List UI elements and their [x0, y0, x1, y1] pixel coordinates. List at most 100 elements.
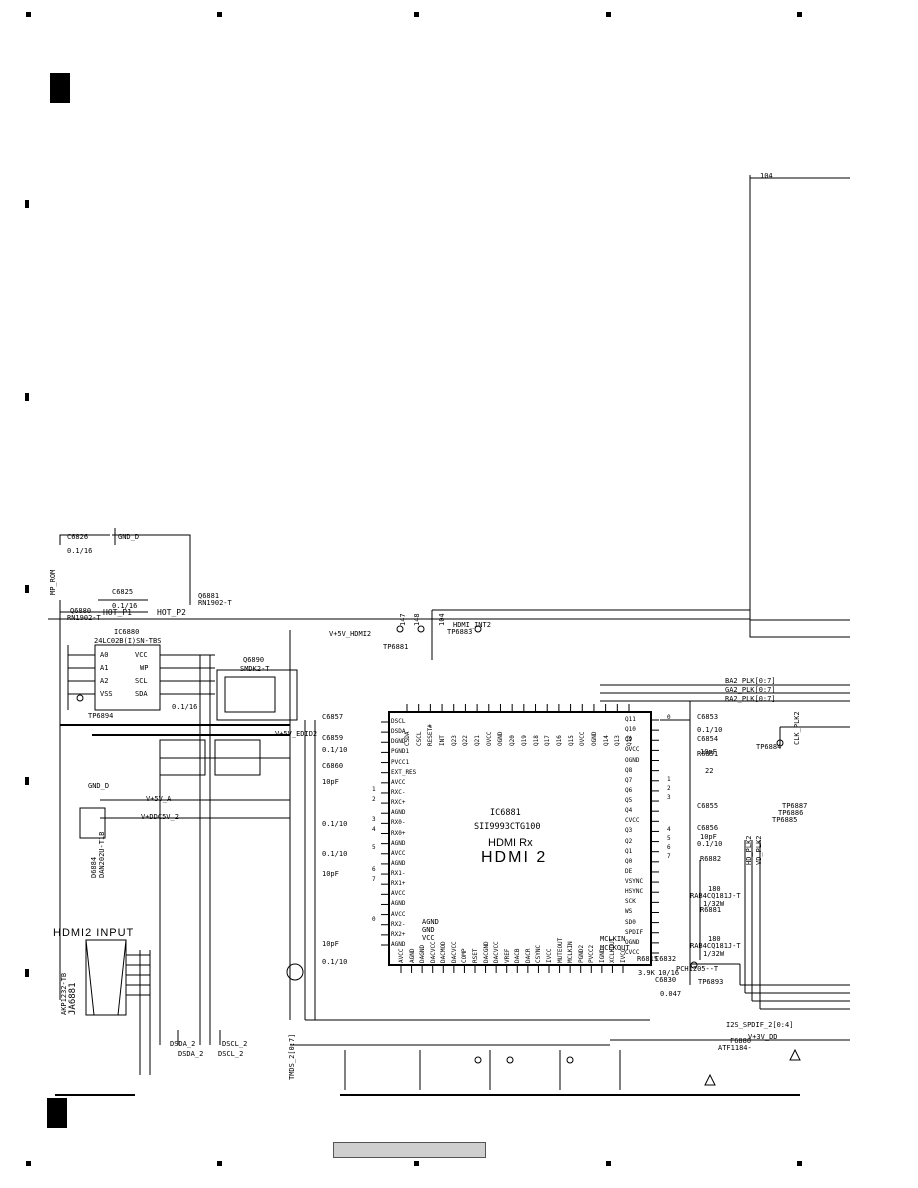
ic-pin-left-label: RX2+: [391, 930, 406, 938]
eeprom-pin-a1: A1: [100, 664, 109, 672]
part-q6881: Q6881: [198, 592, 220, 600]
eeprom-pin-sda: SDA: [135, 690, 148, 698]
border-tick: [414, 1161, 419, 1166]
ic-pin-left-label: PGND1: [391, 748, 410, 756]
net-v5-edid: V+5V_EDID2: [275, 730, 318, 738]
border-tick: [26, 1161, 31, 1166]
ic-pin-top-label: OVCC: [579, 731, 587, 746]
ic-main-title: HDMI 2: [481, 849, 548, 866]
part-dsda-b: DSDA_2: [170, 1040, 196, 1048]
ic-pin-left-label: DGND: [391, 738, 406, 746]
ic-pin-left-label: RX0-: [391, 819, 406, 827]
net-104b: 104: [438, 613, 446, 626]
ic-pin-left-label: AGND: [391, 839, 406, 847]
ic-pin-top-label: Q22: [462, 735, 470, 746]
net-tmds: TMDS_2[0:7]: [288, 1033, 296, 1080]
eeprom-pin-wp: WP: [140, 664, 149, 672]
net-mclkout: MCLKOUT: [600, 944, 630, 952]
part-atf: ATF1184-: [718, 1044, 752, 1052]
ic-pin-top-label: RESET#: [427, 724, 435, 746]
ic-pin-right-label: CVCC: [625, 817, 640, 825]
ic-pin-left-label: AGND: [391, 900, 406, 908]
part-10p-d: 10pF: [322, 870, 339, 878]
net-v5-hdmi: V+5V_HDMI2: [329, 630, 372, 638]
bus-index-label: 5: [667, 835, 671, 842]
part-v0116-a: 0.1/16: [172, 703, 198, 711]
ic-pin-right-label: WS: [625, 908, 633, 916]
ic-pin-right-label: Q3: [625, 827, 633, 835]
ic-pin-left-label: EXT_RES: [391, 768, 417, 776]
part-d6884: D6884: [90, 856, 98, 878]
part-tp6886: TP6886: [778, 809, 804, 817]
ic-pin-left-label: RX1-: [391, 870, 406, 878]
ic-pin-right-label: Q0: [625, 857, 633, 865]
block-marker-a: [50, 73, 70, 103]
ic-pin-right-label: Q1: [625, 847, 633, 855]
border-tick: [217, 12, 222, 17]
bus-index-label: 4: [667, 826, 671, 833]
net-147: 147: [399, 613, 407, 626]
ic-pin-left-label: AVCC: [391, 890, 406, 898]
ic-pin-bottom-label: DACMOD: [440, 941, 448, 963]
ic-pin-right-label: Q4: [625, 807, 633, 815]
ic-pin-left-label: DSCL: [391, 718, 406, 725]
ic-pin-top-label: Q16: [555, 735, 563, 746]
border-tick: [797, 1161, 802, 1166]
part-r6815: R6815: [637, 955, 659, 963]
net-mp-rom: MP_ROM: [49, 569, 57, 595]
ic-main-part: SII9993CTG100: [474, 822, 541, 832]
net-gnd-top: GND_D: [118, 533, 140, 541]
part-c6859: C6859: [322, 734, 344, 742]
ic-pin-right-label: Q6: [625, 786, 633, 794]
ic-pin-right-label: CVCC: [625, 949, 640, 956]
part-f6880: F6880: [730, 1037, 752, 1045]
ic-pin-left-label: RXC+: [391, 799, 406, 807]
bus-index-label: 5: [372, 844, 376, 851]
bus-index-label: 6: [667, 844, 671, 851]
border-tick: [26, 12, 31, 17]
ic-pin-top-label: Q13: [614, 735, 622, 746]
net-hot2: HOT_P2: [157, 608, 186, 617]
ic-pin-bottom-label: MCLKIN: [567, 941, 575, 963]
part-q6880: Q6880: [70, 607, 92, 615]
eeprom-pin-a0: A0: [100, 651, 109, 659]
net-gnd2: GND: [422, 926, 435, 934]
ic-pin-right-label: Q9: [625, 736, 633, 744]
part-c6854: C6854: [697, 735, 719, 743]
net-ga: GA2_PLK[0:7]: [725, 686, 776, 694]
bus-index-label: 6: [372, 866, 376, 873]
net-clk: CLK_PLK2: [793, 711, 801, 745]
eeprom-pin-a2: A2: [100, 677, 109, 685]
part-c6856: C6856: [697, 824, 719, 832]
eeprom-part: 24LC02B(I)SN-TBS: [94, 637, 162, 645]
bus-index-label: 0: [372, 916, 376, 923]
ic-pin-right-label: OVCC: [625, 746, 640, 754]
ic-pin-bottom-label: CSYNC: [535, 944, 543, 963]
part-q6880p: RN1902-T: [67, 614, 101, 622]
ic-pin-top-label: Q19: [520, 735, 528, 746]
ic-pin-bottom-label: DACB: [514, 948, 522, 963]
border-tick: [606, 12, 611, 17]
part-047: 0.047: [660, 990, 682, 998]
ic-pin-bottom-label: COMP: [461, 948, 469, 963]
bus-index-label: 2: [667, 785, 671, 792]
part-q6890: Q6890: [243, 656, 265, 664]
bus-index-label: 1: [372, 786, 376, 793]
connector-title: HDMI2 INPUT: [53, 927, 135, 939]
bus-index-label: 2: [372, 796, 376, 803]
part-tp6894: TP6894: [88, 712, 114, 720]
ic-pin-top-label: Q15: [567, 735, 575, 746]
block-marker-b: [47, 1098, 67, 1128]
ic-pin-top-label: INT: [439, 735, 447, 746]
part-pch: PCH1205--T: [676, 965, 719, 973]
part-v0110f: 0.1/10: [322, 958, 348, 966]
part-c6825v: 0.1/16: [112, 602, 138, 610]
page-footer-bar: [333, 1142, 486, 1158]
net-vd: VD_PLK2: [755, 835, 763, 865]
ic-pin-top-label: CSCL: [415, 731, 423, 746]
ic-pin-top-label: Q17: [544, 735, 552, 746]
ic-pin-left-label: AGND: [391, 809, 406, 817]
net-v5-a: V+5V_A: [146, 795, 172, 803]
ic-pin-left-label: PVCC1: [391, 758, 410, 766]
